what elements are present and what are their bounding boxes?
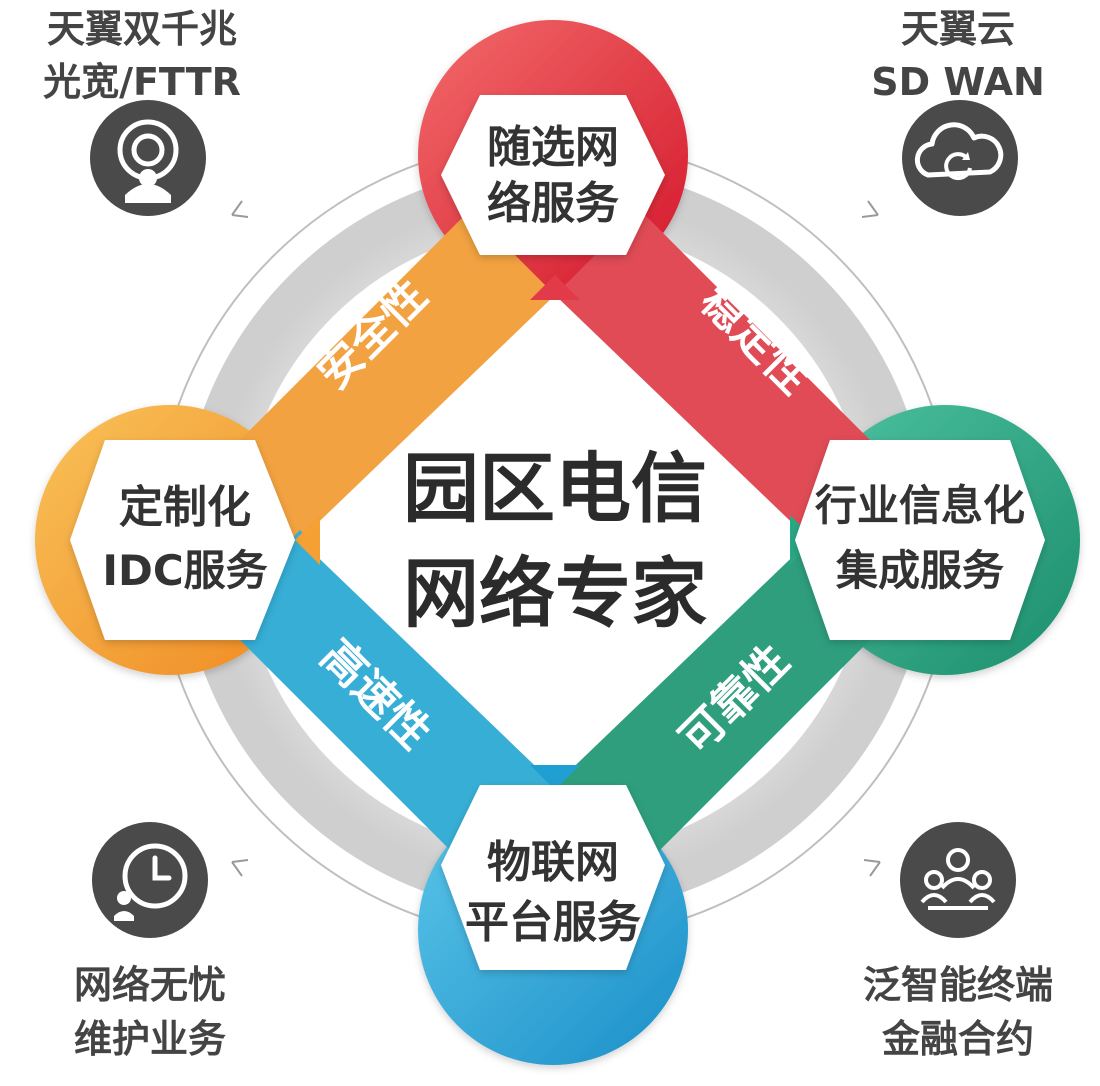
- node-left-line2: IDC服务: [102, 546, 267, 595]
- node-hex-left: [70, 440, 295, 640]
- cloud-sync-icon: [902, 100, 1018, 216]
- band-top-right: [555, 210, 895, 550]
- corner-bottom-right-line1: 泛智能终端: [863, 963, 1053, 1007]
- clock-maintenance-icon: [92, 822, 208, 938]
- node-top-line1: 随选网: [487, 122, 619, 173]
- corner-bottom-left-line1: 网络无忧: [74, 963, 226, 1007]
- arrow-bottom-left: [231, 859, 249, 877]
- node-top-line2: 络服务: [487, 178, 619, 229]
- pointer-bottom: [530, 765, 580, 790]
- arrow-top-left: [231, 200, 249, 218]
- node-hex-right: [795, 440, 1045, 640]
- corner-bottom-left-line2: 维护业务: [74, 1017, 226, 1061]
- center-title-line1: 园区电信: [403, 444, 707, 533]
- corner-top-left-line1: 天翼双千兆: [47, 7, 237, 51]
- node-bottom-line2: 平台服务: [465, 897, 641, 948]
- node-bottom-line1: 物联网: [487, 837, 619, 888]
- pointer-top: [530, 275, 580, 300]
- pointer-left: [295, 515, 320, 565]
- center-diamond: [300, 295, 810, 785]
- band-bottom-right: [555, 530, 895, 870]
- corner-top-right-line1: 天翼云: [901, 7, 1015, 51]
- broadband-user-icon: [90, 100, 206, 216]
- band-top-left: [215, 210, 555, 550]
- corner-top-left-line2: 光宽/FTTR: [43, 60, 241, 104]
- center-title-line2: 网络专家: [403, 549, 707, 638]
- node-left-line1: 定制化: [119, 482, 251, 533]
- node-right-line1: 行业信息化: [815, 481, 1025, 530]
- corner-top-right-line2: SD WAN: [871, 60, 1045, 104]
- node-hex-bottom: [441, 785, 665, 970]
- node-hex-top: [441, 95, 665, 255]
- corner-bottom-right-line2: 金融合约: [881, 1017, 1034, 1061]
- user-group-icon: [900, 822, 1016, 938]
- ring-arrows: [231, 200, 881, 877]
- arrow-top-right: [861, 200, 879, 218]
- node-right-line2: 集成服务: [835, 546, 1004, 595]
- band-bottom-left: [215, 530, 555, 870]
- arrow-bottom-right: [863, 859, 881, 877]
